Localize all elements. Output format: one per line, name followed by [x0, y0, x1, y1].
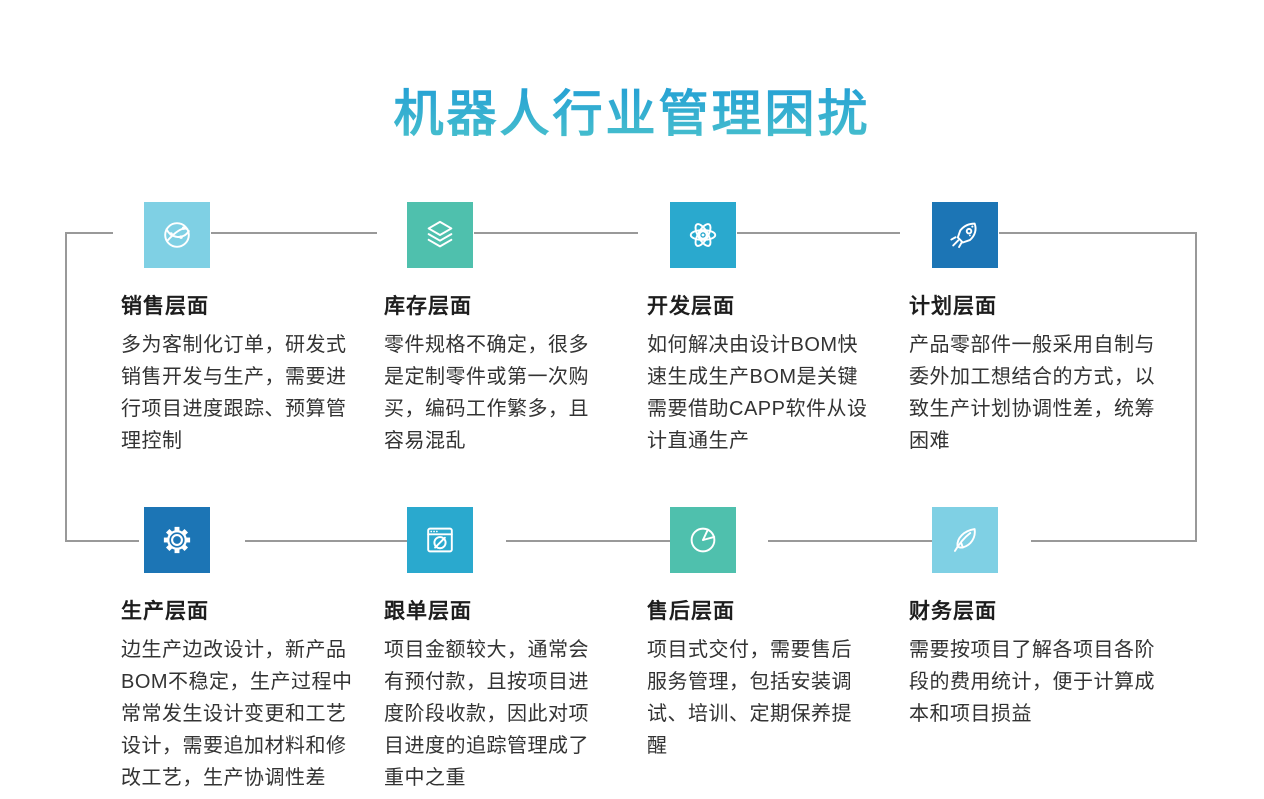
sales-icon-tile [144, 202, 210, 268]
connector-line [245, 540, 408, 542]
browser-compass-icon [419, 519, 461, 561]
pie-chart-icon [682, 519, 724, 561]
section-title: 库存层面 [384, 295, 472, 318]
connector-line [66, 540, 139, 542]
connector-line [768, 540, 933, 542]
section-body: 项目金额较大，通常会 有预付款，且按项目进 度阶段收款，因此对项 目进度的追踪管… [384, 639, 589, 789]
atom-icon [682, 214, 724, 256]
section-title: 售后层面 [647, 600, 735, 623]
section-body: 边生产边改设计，新产品 BOM不稳定，生产过程中 常常发生设计变更和工艺 设计，… [121, 639, 353, 789]
section-body: 需要按项目了解各项目各阶 段的费用统计，便于计算成 本和项目损益 [909, 639, 1155, 725]
rocket-icon [944, 214, 986, 256]
connector-line [211, 232, 377, 234]
section-body: 项目式交付，需要售后 服务管理，包括安装调 试、培训、定期保养提 醒 [647, 639, 852, 757]
layers-icon [419, 214, 461, 256]
section-body: 零件规格不确定，很多 是定制零件或第一次购 买，编码工作繁多，且 容易混乱 [384, 334, 589, 452]
section-body: 如何解决由设计BOM快 速生成生产BOM是关键 需要借助CAPP软件从设 计直通… [647, 334, 868, 452]
connector-line [506, 540, 671, 542]
page-title: 机器人行业管理困扰 [0, 74, 1264, 146]
connector-line-vertical-left [65, 232, 67, 542]
connector-line-vertical-right [1195, 232, 1197, 542]
section-body: 多为客制化订单，研发式 销售开发与生产，需要进 行项目进度跟踪、预算管 理控制 [121, 334, 347, 452]
connector-line [474, 232, 638, 234]
connector-line [65, 232, 113, 234]
section-title: 开发层面 [647, 295, 735, 318]
production-icon-tile [144, 507, 210, 573]
connector-line [1031, 540, 1197, 542]
development-icon-tile [670, 202, 736, 268]
finance-icon-tile [932, 507, 998, 573]
section-title: 生产层面 [121, 600, 209, 623]
gear-icon [156, 519, 198, 561]
order-tracking-icon-tile [407, 507, 473, 573]
section-body: 产品零部件一般采用自制与 委外加工想结合的方式，以 致生产计划协调性差，统筹 困… [909, 334, 1155, 452]
section-title: 计划层面 [909, 295, 997, 318]
section-title: 销售层面 [121, 295, 209, 318]
connector-line [737, 232, 900, 234]
section-title: 财务层面 [909, 600, 997, 623]
inventory-icon-tile [407, 202, 473, 268]
globe-network-icon [156, 214, 198, 256]
feather-icon [944, 519, 986, 561]
section-title: 跟单层面 [384, 600, 472, 623]
after-sales-icon-tile [670, 507, 736, 573]
planning-icon-tile [932, 202, 998, 268]
connector-line [999, 232, 1197, 234]
